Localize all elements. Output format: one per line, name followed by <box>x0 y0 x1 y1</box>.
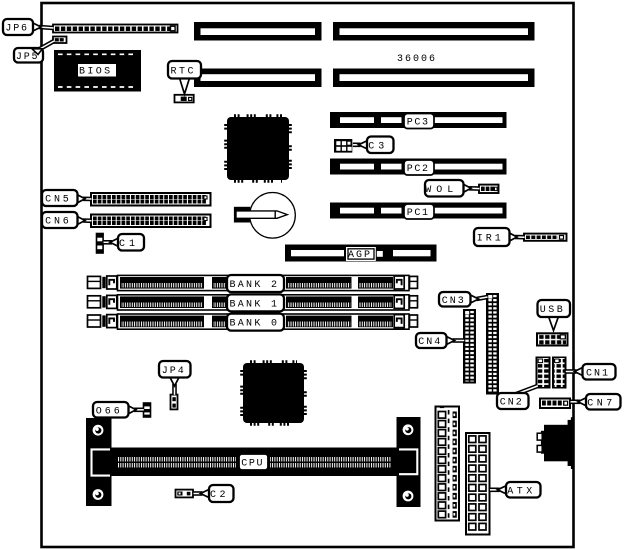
svg-text:CN6: CN6 <box>45 217 71 228</box>
svg-text:CPU: CPU <box>241 459 264 470</box>
svg-text:CN3: CN3 <box>442 296 466 307</box>
svg-text:C2: C2 <box>210 490 229 501</box>
svg-text:C1: C1 <box>119 239 139 250</box>
svg-text:RTC: RTC <box>170 66 196 77</box>
svg-text:USB: USB <box>540 305 566 316</box>
svg-text:PC2: PC2 <box>407 164 430 175</box>
svg-text:CN1: CN1 <box>586 368 610 379</box>
svg-text:JP4: JP4 <box>162 366 186 377</box>
svg-text:JP5: JP5 <box>16 52 39 63</box>
svg-text:CN2: CN2 <box>500 398 524 409</box>
svg-text:BANK 0: BANK 0 <box>229 319 279 330</box>
svg-text:CN7: CN7 <box>587 398 616 409</box>
svg-text:BANK 1: BANK 1 <box>229 299 279 310</box>
svg-text:JP6: JP6 <box>5 24 28 35</box>
svg-text:BANK 2: BANK 2 <box>229 280 279 291</box>
svg-text:CN5: CN5 <box>45 195 71 206</box>
svg-text:PC1: PC1 <box>407 208 430 219</box>
svg-text:C3: C3 <box>368 141 388 152</box>
svg-text:IR1: IR1 <box>477 234 504 245</box>
svg-text:BIOS: BIOS <box>79 67 113 78</box>
svg-text:36006: 36006 <box>397 54 437 65</box>
svg-text:AGP: AGP <box>348 250 372 261</box>
svg-text:PC3: PC3 <box>407 118 430 129</box>
svg-text:O66: O66 <box>96 406 123 417</box>
svg-text:WOL: WOL <box>425 185 458 196</box>
svg-text:ATX: ATX <box>507 486 536 497</box>
svg-text:CN4: CN4 <box>418 337 442 348</box>
